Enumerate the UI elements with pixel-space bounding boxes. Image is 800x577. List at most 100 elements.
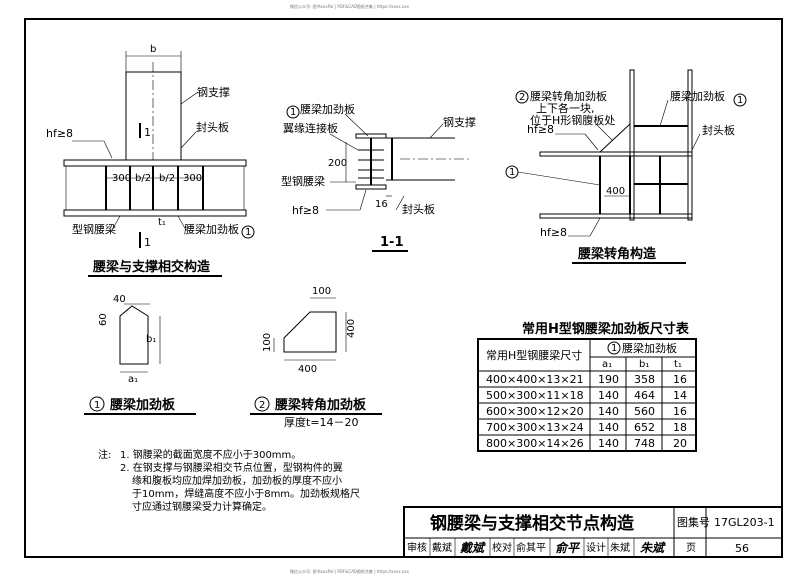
dim-100-top: 100 — [312, 286, 331, 297]
plate-2-thickness: 厚度t=14－20 — [284, 415, 359, 429]
circle-2-corner: 2 — [519, 92, 525, 103]
dim-300-right: 300 — [183, 173, 202, 184]
dim-b-label: b — [150, 44, 156, 55]
row2-size: 600×300×12×20 — [486, 405, 584, 418]
page-label: 页 — [686, 542, 696, 554]
circle-1-11: 1 — [290, 107, 296, 118]
atlas-number: 17GL203-1 — [714, 516, 775, 529]
row4-size: 800×300×14×26 — [486, 437, 584, 450]
row0-size: 400×400×13×21 — [486, 373, 584, 386]
title-block: 钢腰梁与支撑相交节点构造 图集号 17GL203-1 审核 戴斌 戴斌 校对 俞… — [403, 506, 783, 558]
plate-1-drawing: 40 60 b₁ a₁ 1 腰梁加劲板 — [84, 294, 196, 415]
dim-a1: a₁ — [128, 374, 138, 385]
dim-60: 60 — [98, 313, 109, 326]
row1-a1: 140 — [598, 389, 619, 402]
note-2c: 于10mm，焊缝高度不应小于8mm。加劲板规格尺 — [132, 487, 360, 500]
design-signature: 朱斌 — [640, 541, 666, 555]
label-end-plate: 封头板 — [196, 120, 229, 134]
note-2d: 寸应通过钢腰梁受力计算确定。 — [132, 500, 272, 513]
table-title: 常用H型钢腰梁加劲板尺寸表 — [522, 321, 690, 337]
row3-b1: 652 — [634, 421, 655, 434]
label-weld-hf: hf≥8 — [46, 127, 73, 140]
steel-brace-member — [125, 71, 182, 161]
label-end-plate-corner: 封头板 — [702, 123, 735, 137]
th-a1: a₁ — [602, 359, 612, 370]
table-group-header: 腰梁加劲板 — [622, 341, 677, 355]
title-detail-corner: 腰梁转角构造 — [577, 246, 657, 262]
review-label: 审核 — [407, 541, 427, 554]
check-signature: 俞平 — [555, 541, 581, 555]
circle-1b-corner: 1 — [509, 167, 515, 178]
row0-t1: 16 — [673, 373, 687, 386]
section-mark-bottom: 1 — [144, 236, 151, 249]
row1-size: 500×300×11×18 — [486, 389, 584, 402]
title-plate-2: 腰梁转角加劲板 — [274, 397, 367, 413]
corner-note-3: 位于H形钢腹板处 — [530, 113, 615, 127]
dim-300-left: 300 — [112, 173, 131, 184]
row2-b1: 560 — [634, 405, 655, 418]
title-plate-1: 腰梁加劲板 — [109, 397, 176, 413]
drawing-title: 钢腰梁与支撑相交节点构造 — [430, 513, 635, 534]
row1-t1: 14 — [673, 389, 687, 402]
label-steel-brace: 钢支撑 — [197, 85, 230, 99]
table-col-header: 常用H型钢腰梁尺寸 — [486, 348, 582, 362]
beam-top-flange — [63, 159, 247, 167]
row3-t1: 18 — [673, 421, 687, 434]
review-signature: 戴斌 — [460, 541, 486, 555]
circle-1-plate: 1 — [94, 400, 100, 411]
design-name: 朱斌 — [610, 542, 630, 554]
check-name: 俞其平 — [516, 541, 546, 554]
circle-1-a: 1 — [245, 227, 251, 238]
row0-b1: 358 — [634, 373, 655, 386]
notes-label: 注: — [98, 448, 111, 461]
dim-400-corner: 400 — [606, 186, 625, 197]
label-flange-plate: 翼缘连接板 — [283, 121, 338, 135]
label-beam: 型钢腰梁 — [72, 222, 116, 236]
row4-b1: 748 — [634, 437, 655, 450]
watermark-top: 微信公众号: 图书xxxPal | PDF&CAD图纸合集 | https://… — [290, 3, 410, 9]
label-beam-11: 型钢腰梁 — [281, 174, 325, 188]
label-hf-11: hf≥8 — [292, 204, 319, 217]
title-section-11: 1-1 — [380, 235, 404, 250]
review-name: 戴斌 — [432, 541, 452, 554]
row0-a1: 190 — [598, 373, 619, 386]
th-b1: b₁ — [639, 359, 649, 370]
row3-size: 700×300×13×24 — [486, 421, 584, 434]
stiffener-size-table: 常用H型钢腰梁加劲板尺寸表 常用H型钢腰梁尺寸 1 腰梁加劲板 a₁ b₁ t₁… — [477, 321, 697, 452]
label-t1: t₁ — [158, 217, 166, 228]
label-stiffener-11: 腰梁加劲板 — [300, 102, 355, 116]
dim-400-right: 400 — [346, 319, 357, 338]
dim-b1: b₁ — [146, 334, 156, 345]
label-end-plate-11: 封头板 — [402, 202, 435, 216]
circle-2-plate: 2 — [259, 400, 265, 411]
label-steel-brace-11: 钢支撑 — [443, 115, 476, 129]
table-group-circle: 1 — [611, 343, 617, 354]
label-stiffener-corner: 腰梁加劲板 — [670, 89, 725, 103]
check-label: 校对 — [492, 541, 512, 554]
row4-t1: 20 — [673, 437, 687, 450]
row3-a1: 140 — [598, 421, 619, 434]
design-label: 设计 — [586, 541, 606, 554]
row1-b1: 464 — [634, 389, 655, 402]
dim-400-bottom: 400 — [298, 364, 317, 375]
label-hf-corner-1: hf≥8 — [527, 123, 554, 136]
beam-bottom-flange — [63, 209, 247, 217]
circle-1-corner: 1 — [737, 95, 743, 106]
dim-b2-right: b/2 — [159, 173, 175, 184]
detail-beam-brace-intersection: b 300 b/2 b/2 300 1 1 钢支撑 封头板 hf≥8 t₁ 型钢… — [46, 44, 255, 277]
notes: 注: 1. 钢腰梁的截面宽度不应小于300mm。 2. 在钢支撑与钢腰梁相交节点… — [98, 448, 360, 513]
dim-b2-left: b/2 — [135, 173, 151, 184]
atlas-label: 图集号 — [677, 515, 710, 529]
dim-100-left: 100 — [262, 333, 273, 352]
note-1: 1. 钢腰梁的截面宽度不应小于300mm。 — [120, 448, 301, 461]
title-detail-a: 腰梁与支撑相交构造 — [92, 259, 211, 275]
dim-16: 16 — [375, 199, 388, 210]
row2-t1: 16 — [673, 405, 687, 418]
dim-200: 200 — [328, 158, 347, 169]
label-hf-corner-2: hf≥8 — [540, 226, 567, 239]
watermark-bottom: 微信公众号: 图书xxxPal | PDF&CAD图纸合集 | https://… — [290, 568, 410, 574]
row4-a1: 140 — [598, 437, 619, 450]
detail-corner: 400 2 腰梁转角加劲板 上下各一块, 位于H形钢腹板处 腰梁加劲板 1 hf… — [505, 69, 747, 264]
dim-40: 40 — [113, 294, 126, 305]
